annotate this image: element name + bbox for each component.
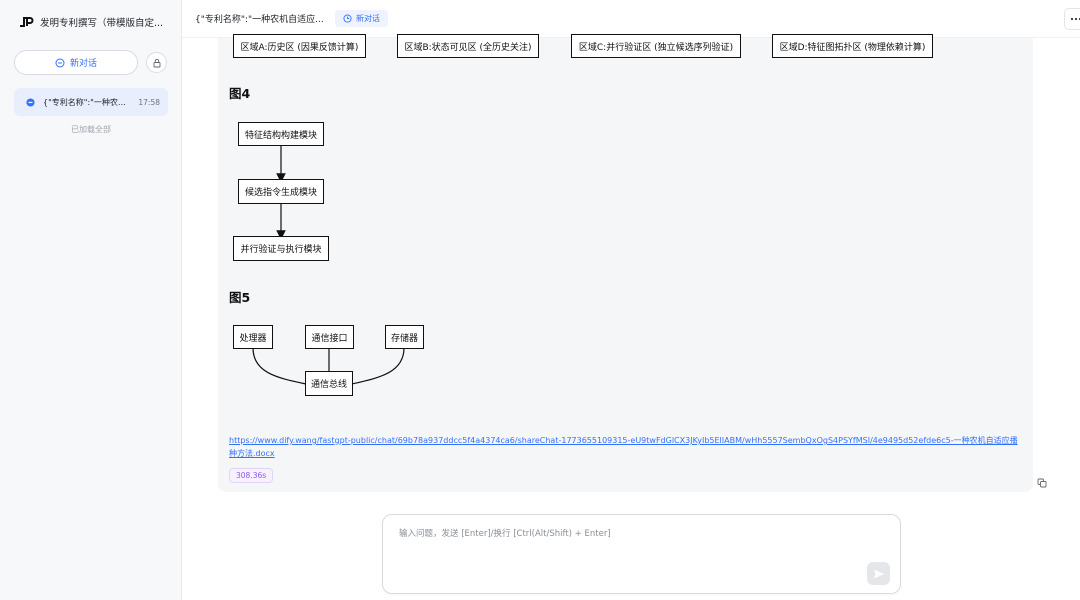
new-chat-label: 新对话 bbox=[69, 59, 97, 69]
answer-card: 区域A:历史区 (因果反馈计算) 区域B:状态可见区 (全历史关注) 区域C:并… bbox=[218, 34, 1033, 492]
new-chat-tag[interactable]: 新对话 bbox=[335, 10, 388, 27]
app-title: 发明专利撰写（带模版自定... bbox=[40, 18, 164, 29]
fig5-link-memory bbox=[351, 347, 405, 385]
response-time-badge: 308.36s bbox=[229, 468, 274, 483]
region-c-box: 区域C:并行验证区 (独立候选序列验证) bbox=[571, 34, 741, 58]
history-item-time: 17:58 bbox=[138, 97, 160, 107]
region-d-box: 区域D:特征图拓扑区 (物理依赖计算) bbox=[772, 34, 933, 58]
more-button[interactable] bbox=[1064, 8, 1080, 30]
fig4-node-parallel: 并行验证与执行模块 bbox=[233, 236, 329, 261]
copy-icon[interactable] bbox=[1037, 478, 1047, 488]
new-chat-tag-label: 新对话 bbox=[356, 14, 380, 23]
more-dots-icon bbox=[1070, 17, 1080, 21]
history-item-title: {"专利名称":"一种农机自适应播种方法" bbox=[43, 97, 132, 107]
fig5-heading: 图5 bbox=[229, 290, 251, 305]
chat-input-box bbox=[382, 514, 901, 594]
region-b-box: 区域B:状态可见区 (全历史关注) bbox=[397, 34, 539, 58]
history-item[interactable]: {"专利名称":"一种农机自适应播种方法" 17:58 bbox=[14, 88, 168, 116]
loaded-all-text: 已加载全部 bbox=[71, 125, 111, 134]
fig5-node-bus: 通信总线 bbox=[305, 371, 353, 396]
chat-bubble-icon bbox=[55, 58, 65, 67]
send-icon bbox=[873, 569, 884, 578]
fig5-link-processor bbox=[252, 347, 307, 385]
chat-header: {"专利名称":"一种农机自适应... 新对话 bbox=[182, 0, 1080, 38]
fig4-node-feature: 特征结构构建模块 bbox=[238, 122, 324, 146]
chat-icon bbox=[26, 97, 35, 107]
lock-icon bbox=[153, 58, 160, 67]
lock-button[interactable] bbox=[146, 52, 167, 73]
clock-icon bbox=[343, 14, 352, 23]
diagram-connectors bbox=[252, 146, 405, 385]
brand: 发明专利撰写（带模版自定... bbox=[18, 14, 163, 30]
sidebar: 发明专利撰写（带模版自定... 新对话 {"专利名称":"一种农机自适应播种方法… bbox=[0, 0, 182, 600]
region-a-box: 区域A:历史区 (因果反馈计算) bbox=[233, 34, 366, 58]
chat-title: {"专利名称":"一种农机自适应... bbox=[195, 15, 324, 25]
fig4-node-candidate: 候选指令生成模块 bbox=[238, 179, 324, 204]
fig4-heading: 图4 bbox=[229, 86, 251, 101]
docx-download-link[interactable]: https://www.dify.wang/fastgpt-public/cha… bbox=[229, 436, 1018, 458]
app-logo-icon bbox=[20, 17, 34, 27]
fig5-node-memory: 存储器 bbox=[385, 325, 424, 349]
new-chat-button[interactable]: 新对话 bbox=[14, 50, 138, 75]
send-button[interactable] bbox=[867, 562, 890, 585]
fig5-node-processor: 处理器 bbox=[233, 325, 273, 349]
fig5-node-interface: 通信接口 bbox=[305, 325, 354, 349]
chat-input[interactable] bbox=[399, 527, 869, 557]
